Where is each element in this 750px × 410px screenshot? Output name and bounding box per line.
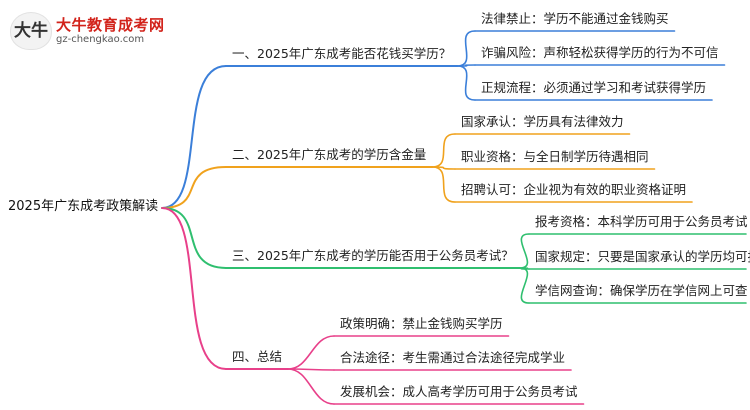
branch-1-topic: 一、2025年广东成考能否花钱买学历？ — [232, 46, 452, 61]
branch-2-child-2: 职业资格：与全日制学历待遇相同 — [461, 149, 649, 164]
branch-2-child-3-connector — [431, 166, 456, 203]
branch-2-child-1-connector — [431, 133, 456, 168]
branch-3-child-1-connector — [519, 233, 530, 269]
branch-3-child-3-connector — [519, 267, 530, 304]
root-topic: 2025年广东成考政策解读 — [8, 199, 159, 214]
branch-2-child-1: 国家承认：学历具有法律效力 — [461, 114, 624, 129]
branch-4-child-1: 政策明确：禁止金钱购买学历 — [340, 316, 503, 331]
branch-3-child-3: 学信网查询：确保学历在学信网上可查 — [535, 283, 748, 298]
branch-4-child-3: 发展机会：成人高考学历可用于公务员考试 — [340, 384, 578, 399]
branch-1-child-1: 法律禁止：学历不能通过金钱购买 — [481, 11, 669, 26]
branch-1-connector — [161, 65, 227, 209]
branch-4-topic: 四、总结 — [232, 349, 283, 364]
logo-emblem-icon: 大牛 — [10, 12, 52, 50]
branch-4-child-2: 合法途径：考生需通过合法途径完成学业 — [340, 350, 566, 365]
branch-4-connector — [161, 207, 227, 370]
branch-2-topic: 二、2025年广东成考的学历含金量 — [232, 147, 427, 162]
branch-2-child-3: 招聘认可：企业视为有效的职业资格证明 — [461, 182, 687, 197]
branch-4-child-3-connector — [287, 368, 335, 405]
branch-1-child-3-connector — [456, 65, 476, 101]
logo-title: 大牛教育成考网 — [56, 16, 165, 34]
branch-1-child-1-connector — [456, 30, 476, 67]
branch-2-connector — [161, 166, 227, 209]
branch-3-child-2: 国家规定：只要是国家承认的学历均可报考 — [535, 249, 750, 264]
site-logo: 大牛 大牛教育成考网 gz-chengkao.com — [10, 8, 190, 50]
branch-1-child-2: 诈骗风险：声称轻松获得学历的行为不可信 — [481, 45, 719, 60]
branch-3-child-1: 报考资格：本科学历可用于公务员考试 — [535, 214, 748, 229]
branch-3-connector — [161, 207, 227, 269]
branch-3-topic: 三、2025年广东成考的学历能否用于公务员考试？ — [232, 248, 514, 263]
branch-4-child-1-connector — [287, 335, 335, 370]
branch-1-child-3: 正规流程：必须通过学习和考试获得学历 — [481, 80, 707, 95]
logo-url: gz-chengkao.com — [56, 34, 145, 45]
